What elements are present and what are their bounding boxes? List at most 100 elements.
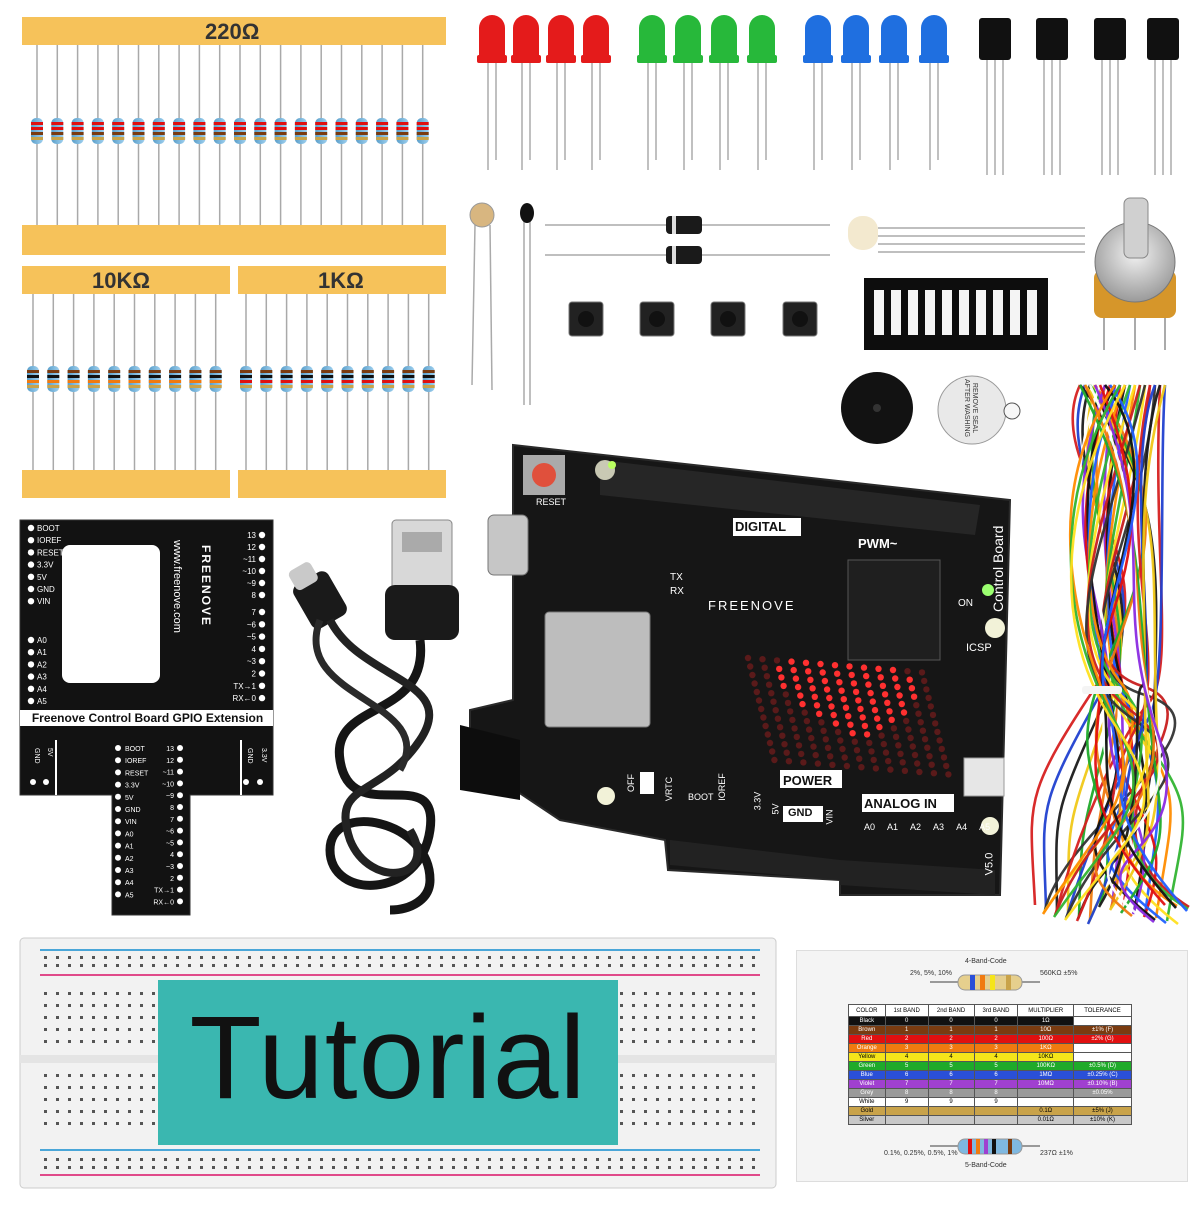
- color-cell: 0: [927, 1016, 975, 1026]
- buzzer-seal-text: REMOVE SEAL AFTER WASHING: [963, 378, 978, 438]
- resistor-band: [87, 380, 100, 383]
- th-tolerance: TOLERANCE: [1072, 1004, 1133, 1017]
- board-vin-label: VIN: [824, 809, 835, 825]
- led-rim: [841, 55, 871, 63]
- resistor-band: [189, 375, 202, 378]
- th-band1: 1st BAND: [884, 1004, 929, 1017]
- led-bar-segment: [1027, 290, 1037, 335]
- resistor-band: [355, 127, 368, 130]
- resistor-band: [396, 132, 409, 135]
- resistor-band: [402, 385, 415, 388]
- resistor-body: [234, 118, 246, 144]
- resistor-band: [416, 122, 429, 125]
- diode-body: [666, 216, 702, 234]
- led-rim: [511, 55, 541, 63]
- resistor-band: [152, 137, 165, 140]
- resistor-band: [234, 127, 246, 130]
- resistor-band: [51, 127, 64, 130]
- board-33v-label: 3.3V: [752, 791, 763, 811]
- resistor-band: [321, 380, 334, 383]
- resistor-band: [213, 127, 226, 130]
- resistor-band: [240, 370, 252, 373]
- color-cell: Silver: [848, 1115, 886, 1125]
- resistor-band: [91, 137, 104, 140]
- resistor-band: [71, 122, 84, 125]
- led-rim: [673, 55, 703, 63]
- resistor-band: [416, 137, 429, 140]
- led-bar-segment: [1010, 290, 1020, 335]
- resistor-band: [274, 137, 287, 140]
- resistor-body: [402, 366, 415, 392]
- color-cell: 1KΩ: [1017, 1043, 1074, 1053]
- analog-pin-a1: A1: [887, 822, 899, 832]
- led-body: [513, 15, 539, 62]
- jumper-wire: [1041, 384, 1125, 915]
- board-boot-label: BOOT: [688, 792, 714, 802]
- resistor-band: [132, 132, 145, 135]
- color-cell: [884, 1106, 929, 1116]
- resistor-band: [128, 375, 141, 378]
- jumper-wire: [1052, 384, 1135, 918]
- resistor-band: [213, 122, 226, 125]
- resistor-band: [31, 127, 43, 130]
- resistor-band: [294, 132, 307, 135]
- color-cell: [973, 1115, 1019, 1125]
- board-off-label: OFF: [626, 774, 636, 792]
- resistor-band: [260, 380, 273, 383]
- resistor-band: [67, 385, 80, 388]
- jumper-wire: [1086, 384, 1157, 925]
- resistor-band: [31, 122, 43, 125]
- color-cell: [1072, 1043, 1133, 1053]
- color-cell: ±1% (F): [1072, 1025, 1133, 1035]
- color-cell: [1072, 1016, 1133, 1026]
- color-cell: Orange: [848, 1043, 886, 1053]
- color-cell: 0.1Ω: [1017, 1106, 1074, 1116]
- color-cell: 8: [884, 1088, 929, 1098]
- thermistor-head: [520, 203, 534, 223]
- push-button-cap: [649, 311, 665, 327]
- resistor-band: [209, 385, 222, 388]
- led-rim: [546, 55, 576, 63]
- resistor-body: [341, 366, 354, 392]
- resistor-band: [361, 370, 374, 373]
- resistor-body: [108, 366, 121, 392]
- resistor-band: [254, 132, 267, 135]
- resistor-band: [300, 380, 313, 383]
- board-analog-pins: A0 A1 A2 A3 A4 A5: [864, 822, 990, 832]
- resistor-band: [376, 137, 389, 140]
- resistor-band: [173, 127, 186, 130]
- resistor-band: [361, 375, 374, 378]
- color-cell: 4: [927, 1052, 975, 1062]
- resistor-band: [112, 132, 125, 135]
- led-rim: [637, 55, 667, 63]
- th-multiplier: MULTIPLIER: [1017, 1004, 1074, 1017]
- color-cell: 7: [973, 1079, 1019, 1089]
- resistor-band: [382, 385, 395, 388]
- gpio-extension-title: Freenove Control Board GPIO Extension: [31, 711, 264, 725]
- diode-body: [666, 246, 702, 264]
- five-band-tol: 0.1%, 0.25%, 0.5%, 1%: [884, 1150, 958, 1157]
- color-cell: 6: [927, 1070, 975, 1080]
- color-cell: Blue: [848, 1070, 886, 1080]
- resistor-band: [396, 122, 409, 125]
- color-cell: 10KΩ: [1017, 1052, 1074, 1062]
- resistor-body: [280, 366, 293, 392]
- board-reset-label: RESET: [536, 497, 567, 507]
- resistor-band: [240, 375, 252, 378]
- resistor-band: [396, 137, 409, 140]
- resistor-band: [402, 375, 415, 378]
- four-band-tol: 2%, 5%, 10%: [910, 970, 953, 977]
- resistor-band: [280, 380, 293, 383]
- resistor-band: [355, 137, 368, 140]
- ldr-lead: [471, 224, 476, 386]
- resistor-body: [396, 118, 409, 144]
- gpio-extension-brand: FREENOVE: [199, 545, 213, 628]
- resistor-band: [234, 137, 246, 140]
- led-body: [921, 15, 947, 62]
- resistor-band: [27, 375, 39, 378]
- jumper-wire: [1064, 384, 1170, 919]
- board-rx-label: RX: [670, 586, 684, 597]
- led-bar-segment: [925, 290, 935, 335]
